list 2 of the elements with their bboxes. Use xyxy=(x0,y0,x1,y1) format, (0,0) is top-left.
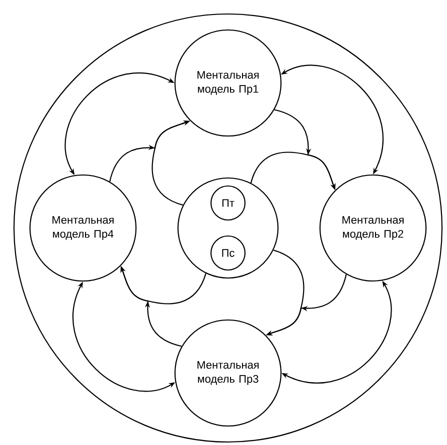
center-circle xyxy=(177,177,279,279)
outer-circle xyxy=(13,13,443,443)
